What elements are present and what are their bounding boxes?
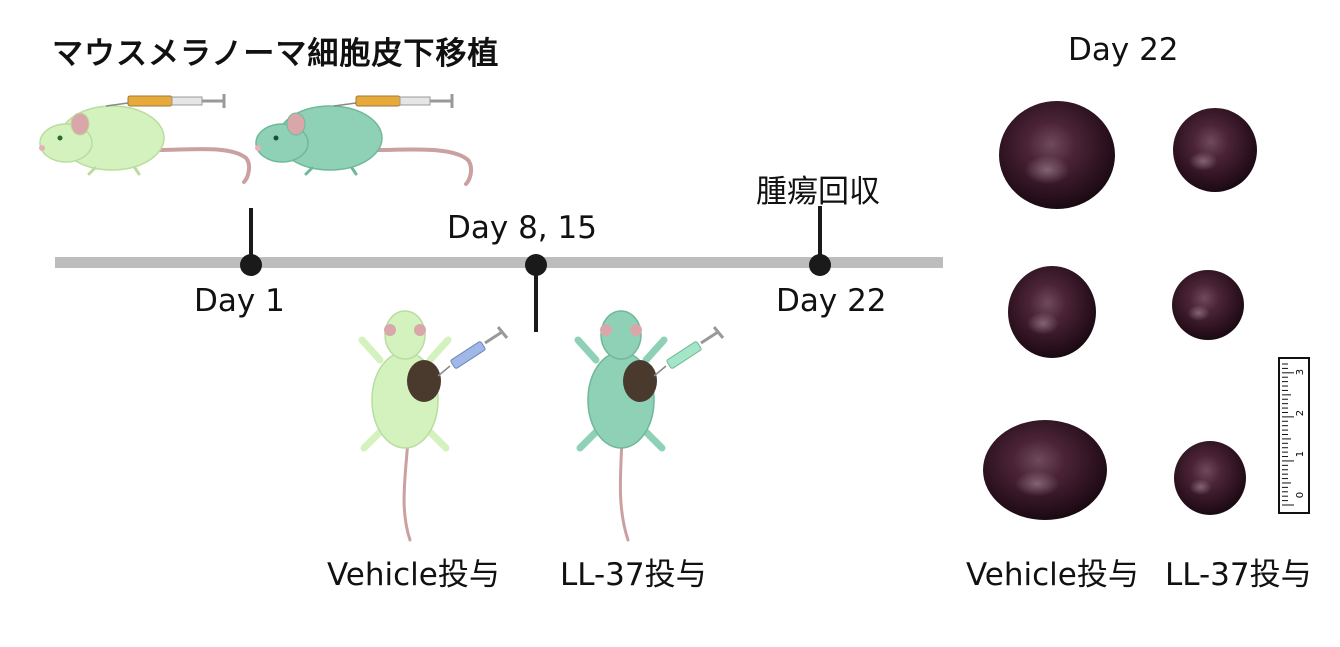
tumor-ll37-3 xyxy=(1174,441,1246,515)
timeline-marker-day8-15 xyxy=(525,254,547,332)
day8-15-label: Day 8, 15 xyxy=(447,210,597,246)
tumor-ll37-2 xyxy=(1172,270,1244,340)
ruler-tick-3: 3 xyxy=(1295,369,1306,375)
day22-label: Day 22 xyxy=(776,283,887,319)
tumor-ll37-1 xyxy=(1173,108,1257,192)
syringe-green-icon xyxy=(653,326,725,377)
photo-title: Day 22 xyxy=(1068,32,1179,68)
photo-vehicle-label: Vehicle投与 xyxy=(966,557,1139,593)
syringe-blue-icon xyxy=(437,326,509,377)
timeline-bar xyxy=(55,257,943,268)
timeline-marker-day22 xyxy=(809,206,831,276)
ruler-tick-1: 1 xyxy=(1295,451,1306,457)
mouse-side-teal-icon xyxy=(255,105,474,186)
day1-label: Day 1 xyxy=(194,283,285,319)
ll37-group-label: LL-37投与 xyxy=(560,557,707,593)
tumor-vehicle-1 xyxy=(999,101,1115,209)
timeline-marker-day1 xyxy=(240,208,262,276)
ruler-tick-0: 0 xyxy=(1295,492,1306,498)
figure-title: マウスメラノーマ細胞皮下移植 xyxy=(52,36,500,72)
mouse-side-light-icon xyxy=(39,105,252,184)
tumor-vehicle-2 xyxy=(1008,266,1096,358)
vehicle-group-label: Vehicle投与 xyxy=(327,557,500,593)
tumor-vehicle-3 xyxy=(983,420,1107,520)
scale-ruler: 0 1 2 3 xyxy=(1278,357,1310,514)
photo-ll37-label: LL-37投与 xyxy=(1165,557,1312,593)
mouse-top-ll37-icon xyxy=(574,310,668,542)
syringe-orange-icon-2 xyxy=(333,94,454,108)
syringe-orange-icon xyxy=(105,94,226,108)
mouse-top-vehicle-icon xyxy=(358,310,452,542)
ruler-tick-2: 2 xyxy=(1295,410,1306,416)
harvest-label: 腫瘍回収 xyxy=(756,174,880,210)
